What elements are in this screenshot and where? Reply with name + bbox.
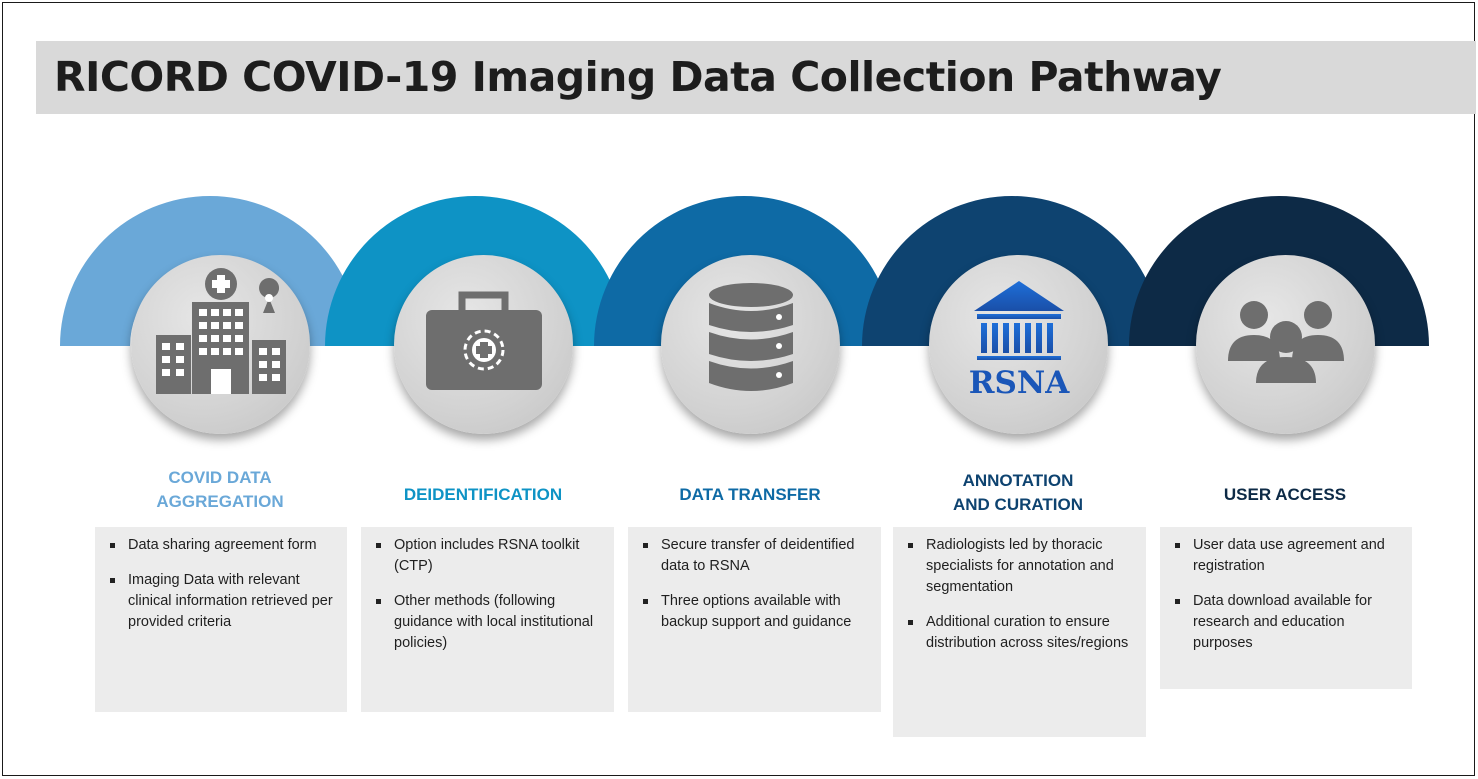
- rsna-logo-text: RSNA: [969, 365, 1070, 401]
- stage-4-details: Radiologists led by thoracic specialists…: [893, 527, 1146, 737]
- rsna-logo-icon: RSNA: [969, 281, 1070, 401]
- stage-1-title-line-1: COVID DATA: [168, 468, 272, 487]
- stage-5-details: User data use agreement and registration…: [1160, 527, 1412, 689]
- stage-2-title: DEIDENTIFICATION: [383, 483, 583, 507]
- stage-5-title-line-1: USER ACCESS: [1223, 485, 1347, 504]
- page-title: RICORD COVID-19 Imaging Data Collection …: [54, 53, 1222, 101]
- stage-4-circle: RSNA: [929, 255, 1108, 434]
- stage-2-bullet-1: Option includes RSNA toolkit (CTP): [373, 535, 602, 577]
- stage-5-title: USER ACCESS: [1185, 483, 1385, 507]
- stage-3-bullet-2: Three options available with backup supp…: [640, 591, 869, 633]
- user-group-icon: [1228, 301, 1344, 383]
- stage-1-title: COVID DATA AGGREGATION: [120, 466, 320, 514]
- stage-2-title-line-1: DEIDENTIFICATION: [403, 485, 563, 504]
- database-icon: [709, 283, 793, 391]
- stage-3-title-line-1: DATA TRANSFER: [679, 485, 821, 504]
- stage-4-title-line-2: AND CURATION: [952, 495, 1083, 514]
- stage-3-circle: [661, 255, 840, 434]
- stage-2-bullet-2: Other methods (following guidance with l…: [373, 591, 602, 654]
- stage-3-details: Secure transfer of deidentified data to …: [628, 527, 881, 712]
- hospital-building-icon: [156, 268, 286, 394]
- stage-1-bullet-1: Data sharing agreement form: [107, 535, 335, 556]
- medical-kit-icon: [426, 291, 542, 390]
- stage-4-bullet-1: Radiologists led by thoracic specialists…: [905, 535, 1134, 598]
- stage-2-details: Option includes RSNA toolkit (CTP) Other…: [361, 527, 614, 712]
- stage-1-title-line-2: AGGREGATION: [156, 492, 284, 511]
- stage-1-details: Data sharing agreement form Imaging Data…: [95, 527, 347, 712]
- stage-4-title: ANNOTATION AND CURATION: [918, 469, 1118, 517]
- stage-3-title: DATA TRANSFER: [650, 483, 850, 507]
- stage-4-bullet-2: Additional curation to ensure distributi…: [905, 612, 1134, 654]
- title-bar: [36, 41, 1476, 114]
- stage-5-bullet-2: Data download available for research and…: [1172, 591, 1400, 654]
- stage-1-bullet-2: Imaging Data with relevant clinical info…: [107, 570, 335, 633]
- stage-5-bullet-1: User data use agreement and registration: [1172, 535, 1400, 577]
- stage-4-title-line-1: ANNOTATION: [962, 471, 1074, 490]
- stage-3-bullet-1: Secure transfer of deidentified data to …: [640, 535, 869, 577]
- stage-2-circle: [394, 255, 573, 434]
- stage-1-circle: [131, 255, 310, 434]
- stage-5-circle: [1196, 255, 1375, 434]
